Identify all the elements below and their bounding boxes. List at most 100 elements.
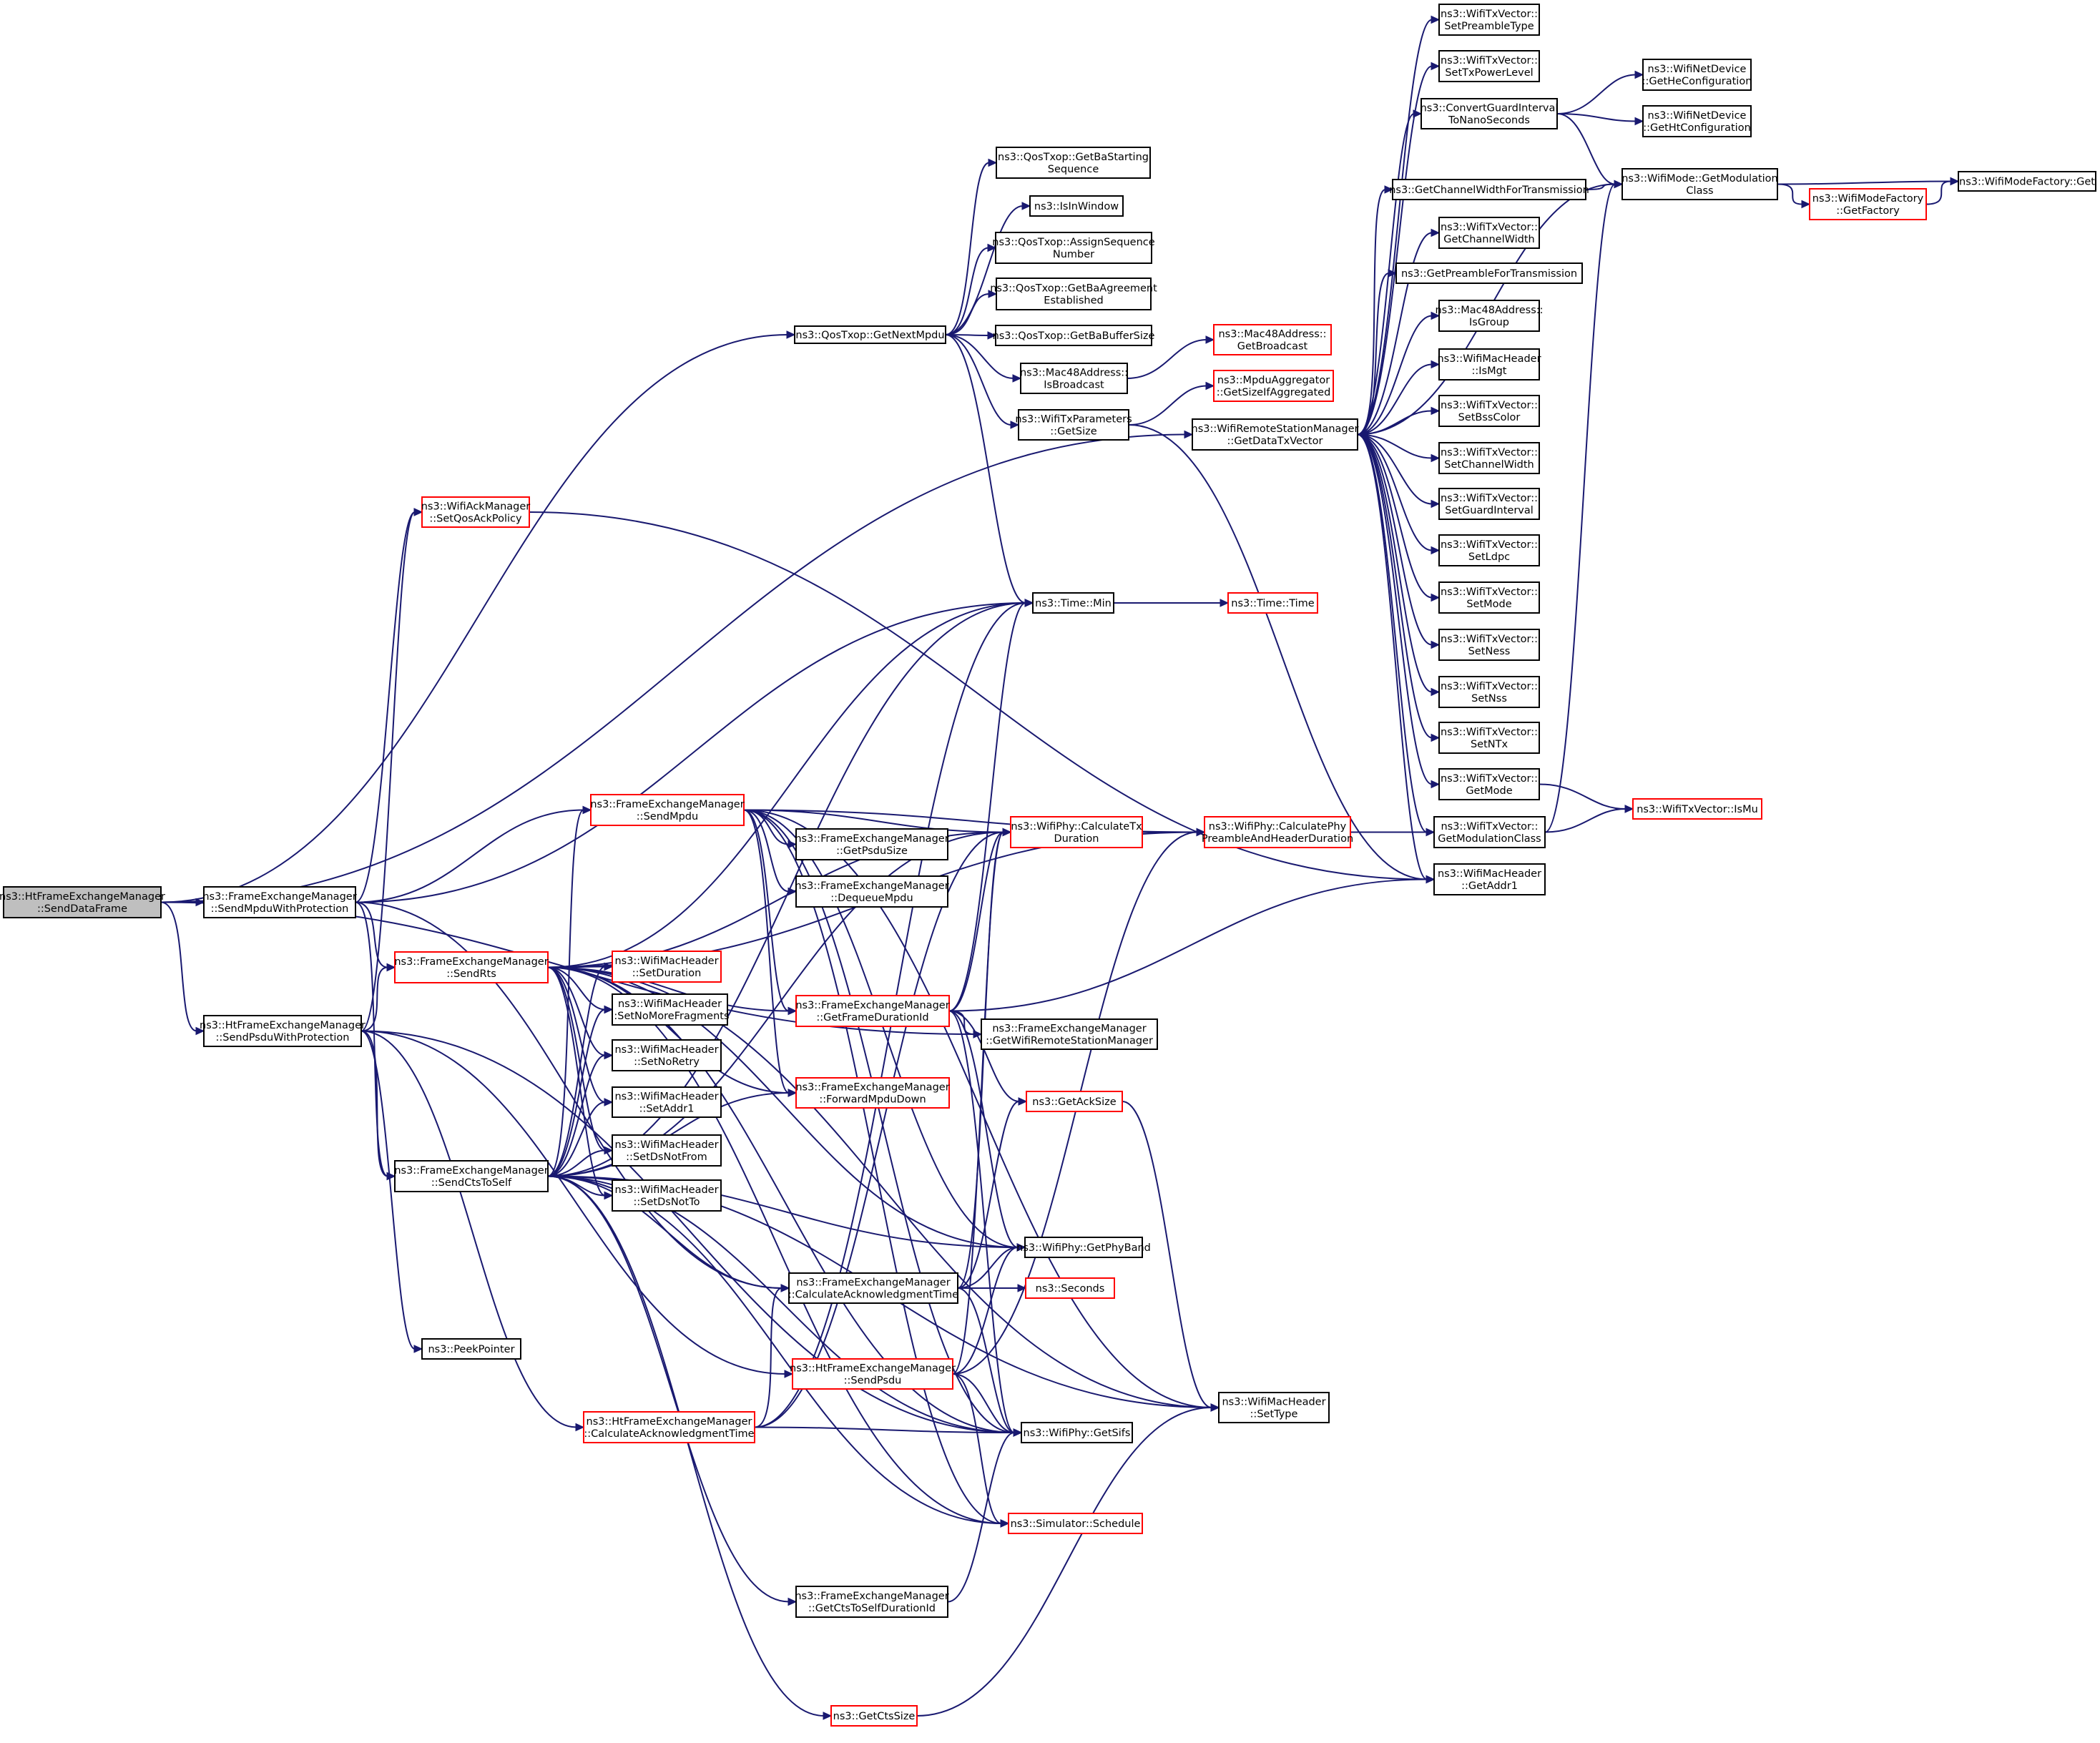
graph-node-ht-sendpsdu[interactable]: ns3::HtFrameExchangeManager::SendPsdu <box>790 1358 956 1390</box>
edge-line <box>1777 180 1952 185</box>
graph-node-gethtcfg[interactable]: ns3::WifiNetDevice::GetHtConfiguration <box>1642 105 1752 137</box>
node-label-line: ::SetDsNotFrom <box>626 1152 707 1163</box>
graph-node-setgi[interactable]: ns3::WifiTxVector::SetGuardInterval <box>1438 488 1540 520</box>
node-label-line: ::SendPsdu <box>844 1375 902 1387</box>
call-edge-getdatatxvector-to-txv-getmode <box>1357 433 1441 789</box>
node-box <box>1809 188 1927 220</box>
edge-line <box>1777 183 1803 205</box>
edge-arrowhead <box>1426 875 1436 884</box>
graph-node-isgroup[interactable]: ns3::Mac48Address::IsGroup <box>1435 300 1544 332</box>
node-box <box>612 1179 722 1212</box>
node-label-line: ns3::WifiTxVector:: <box>1441 9 1538 20</box>
node-label-line: ToNanoSeconds <box>1448 115 1530 127</box>
node-label-line: ns3::WifiPhy::GetPhyBand <box>1016 1242 1151 1254</box>
graph-node-getsifs[interactable]: ns3::WifiPhy::GetSifs <box>1021 1422 1133 1443</box>
graph-node-fem-calcacktime[interactable]: ns3::FrameExchangeManager::CalculateAckn… <box>788 1272 958 1304</box>
graph-node-txv-ismu[interactable]: ns3::WifiTxVector::IsMu <box>1632 798 1762 820</box>
graph-node-setntx[interactable]: ns3::WifiTxVector::SetNTx <box>1438 722 1540 754</box>
edge-line <box>547 966 790 1012</box>
edge-line <box>948 1010 1019 1248</box>
graph-node-sendrts[interactable]: ns3::FrameExchangeManager::SendRts <box>394 951 549 983</box>
node-label-line: ns3::WifiMacHeader <box>614 1091 718 1103</box>
graph-node-getctstoselfdur[interactable]: ns3::FrameExchangeManager::GetCtsToSelfD… <box>795 1586 949 1618</box>
graph-node-schedule[interactable]: ns3::Simulator::Schedule <box>1008 1513 1143 1534</box>
graph-node-getpreambletx[interactable]: ns3::GetPreambleForTransmission <box>1395 262 1583 284</box>
graph-node-time-min[interactable]: ns3::Time::Min <box>1032 592 1114 614</box>
graph-node-setdsnotfrom[interactable]: ns3::WifiMacHeader::SetDsNotFrom <box>612 1134 722 1167</box>
graph-node-setnoretry[interactable]: ns3::WifiMacHeader::SetNoRetry <box>612 1039 722 1071</box>
graph-node-getaddr1[interactable]: ns3::WifiMacHeader::GetAddr1 <box>1433 863 1546 895</box>
graph-node-peekpointer[interactable]: ns3::PeekPointer <box>421 1338 521 1360</box>
graph-node-setpreambletype[interactable]: ns3::WifiTxVector::SetPreambleType <box>1438 4 1540 36</box>
graph-node-gethecfg[interactable]: ns3::WifiNetDevice::GetHeConfiguration <box>1642 59 1752 91</box>
graph-node-getwifirsm[interactable]: ns3::FrameExchangeManager::GetWifiRemote… <box>981 1018 1158 1050</box>
graph-node-setduration[interactable]: ns3::WifiMacHeader::SetDuration <box>612 951 722 983</box>
call-edge-sendctstoself-to-setaddr1 <box>547 1098 614 1177</box>
graph-node-getbroadcast[interactable]: ns3::Mac48Address::GetBroadcast <box>1213 324 1332 355</box>
graph-node-getsizeifagg[interactable]: ns3::MpduAggregator::GetSizeIfAggregated <box>1213 370 1334 402</box>
graph-node-settxpowerlevel[interactable]: ns3::WifiTxVector::SetTxPowerLevel <box>1438 50 1540 82</box>
graph-node-settype[interactable]: ns3::WifiMacHeader::SetType <box>1218 1392 1330 1423</box>
graph-node-txv-getmode[interactable]: ns3::WifiTxVector::GetMode <box>1438 768 1540 800</box>
graph-node-sendmpdu[interactable]: ns3::FrameExchangeManager::SendMpdu <box>590 794 745 826</box>
call-edge-mode-getmodclass-to-modefactory-getfactory <box>1777 183 1811 209</box>
graph-node-time-time[interactable]: ns3::Time::Time <box>1227 592 1318 614</box>
edge-arrowhead <box>1220 599 1230 607</box>
graph-node-setnomorefrag[interactable]: ns3::WifiMacHeader::SetNoMoreFragments <box>610 993 730 1026</box>
graph-node-txv-getchwidth[interactable]: ns3::WifiTxVector::GetChannelWidth <box>1438 217 1540 249</box>
graph-node-isinwindow[interactable]: ns3::IsInWindow <box>1029 195 1124 217</box>
graph-node-getpsdusize[interactable]: ns3::FrameExchangeManager::GetPsduSize <box>795 828 949 860</box>
graph-node-setaddr1[interactable]: ns3::WifiMacHeader::SetAddr1 <box>612 1086 722 1118</box>
graph-node-setchwidth[interactable]: ns3::WifiTxVector::SetChannelWidth <box>1438 442 1540 474</box>
node-label-line: ns3::GetAckSize <box>1032 1096 1116 1108</box>
graph-node-ismgt[interactable]: ns3::WifiMacHeader::IsMgt <box>1437 348 1541 380</box>
call-edge-ht-calcacktime-to-calctxduration <box>754 828 1012 1428</box>
graph-node-getbabuffersize[interactable]: ns3::QosTxop::GetBaBufferSize <box>993 325 1155 346</box>
edge-arrowhead <box>987 331 997 340</box>
graph-node-sendmpduwp[interactable]: ns3::FrameExchangeManager::SendMpduWithP… <box>202 886 357 918</box>
graph-node-seconds[interactable]: ns3::Seconds <box>1025 1277 1115 1299</box>
graph-node-setdsnotto[interactable]: ns3::WifiMacHeader::SetDsNotTo <box>612 1179 722 1212</box>
graph-node-getctssize[interactable]: ns3::GetCtsSize <box>830 1705 918 1727</box>
graph-node-qos-getnextmpdu[interactable]: ns3::QosTxop::GetNextMpdu <box>794 325 946 344</box>
graph-node-ht-calcacktime[interactable]: ns3::HtFrameExchangeManager::CalculateAc… <box>583 1411 755 1443</box>
graph-node-getframedurationid[interactable]: ns3::FrameExchangeManager::GetFrameDurat… <box>795 995 950 1027</box>
graph-node-modefactory-get[interactable]: ns3::WifiModeFactory::Get <box>1958 171 2096 192</box>
graph-node-isbroadcast[interactable]: ns3::Mac48Address::IsBroadcast <box>1020 363 1128 394</box>
graph-node-setmode[interactable]: ns3::WifiTxVector::SetMode <box>1438 581 1540 614</box>
graph-node-sendpsduwp[interactable]: ns3::HtFrameExchangeManager::SendPsduWit… <box>200 1015 365 1047</box>
graph-node-getdatatxvector[interactable]: ns3::WifiRemoteStationManager::GetDataTx… <box>1192 418 1359 451</box>
edge-line <box>360 511 416 1032</box>
graph-node-txparams-getsize[interactable]: ns3::WifiTxParameters::GetSize <box>1015 409 1132 441</box>
graph-node-modefactory-getfactory[interactable]: ns3::WifiModeFactory::GetFactory <box>1809 188 1927 220</box>
graph-node-setbsscolor[interactable]: ns3::WifiTxVector::SetBssColor <box>1438 395 1540 427</box>
graph-node-mode-getmodclass[interactable]: ns3::WifiMode::GetModulationClass <box>1621 168 1778 200</box>
graph-node-getphyband[interactable]: ns3::WifiPhy::GetPhyBand <box>1016 1237 1151 1258</box>
call-edge-sendpsduwp-to-sendctstoself <box>360 1030 396 1181</box>
graph-node-sendctstoself[interactable]: ns3::FrameExchangeManager::SendCtsToSelf <box>394 1160 549 1192</box>
node-label-line: ns3::WifiTxVector:: <box>1441 539 1538 551</box>
graph-node-setness[interactable]: ns3::WifiTxVector::SetNess <box>1438 629 1540 661</box>
node-label-line: ns3::WifiTxVector:: <box>1441 222 1538 233</box>
graph-node-root[interactable]: ns3::HtFrameExchangeManager::SendDataFra… <box>0 886 165 918</box>
node-box <box>1021 1422 1133 1443</box>
graph-node-setqosackpolicy[interactable]: ns3::WifiAckManager::SetQosAckPolicy <box>421 496 531 528</box>
call-edge-sendpsduwp-to-ht-sendpsdu <box>360 1030 794 1378</box>
graph-node-txv-getmodclass[interactable]: ns3::WifiTxVector::GetModulationClass <box>1433 816 1546 848</box>
graph-node-forwardmpdudown[interactable]: ns3::FrameExchangeManager::ForwardMpduDo… <box>795 1077 950 1109</box>
graph-node-calcphypreamble[interactable]: ns3::WifiPhy::CalculatePhyPreambleAndHea… <box>1202 816 1353 848</box>
graph-node-getchwidthtx[interactable]: ns3::GetChannelWidthForTransmission <box>1389 179 1589 200</box>
call-edge-modefactory-getfactory-to-modefactory-get <box>1925 177 1960 205</box>
edge-line <box>1556 113 1637 122</box>
call-edge-ht-sendpsdu-to-getphyband <box>952 1243 1026 1375</box>
graph-node-setldpc[interactable]: ns3::WifiTxVector::SetLdpc <box>1438 534 1540 566</box>
node-label-line: ::SetDuration <box>632 968 702 979</box>
graph-node-getacksize[interactable]: ns3::GetAckSize <box>1026 1091 1123 1112</box>
graph-node-dequeuempdu[interactable]: ns3::FrameExchangeManager::DequeueMpdu <box>795 875 949 908</box>
graph-node-setnss[interactable]: ns3::WifiTxVector::SetNss <box>1438 676 1540 708</box>
